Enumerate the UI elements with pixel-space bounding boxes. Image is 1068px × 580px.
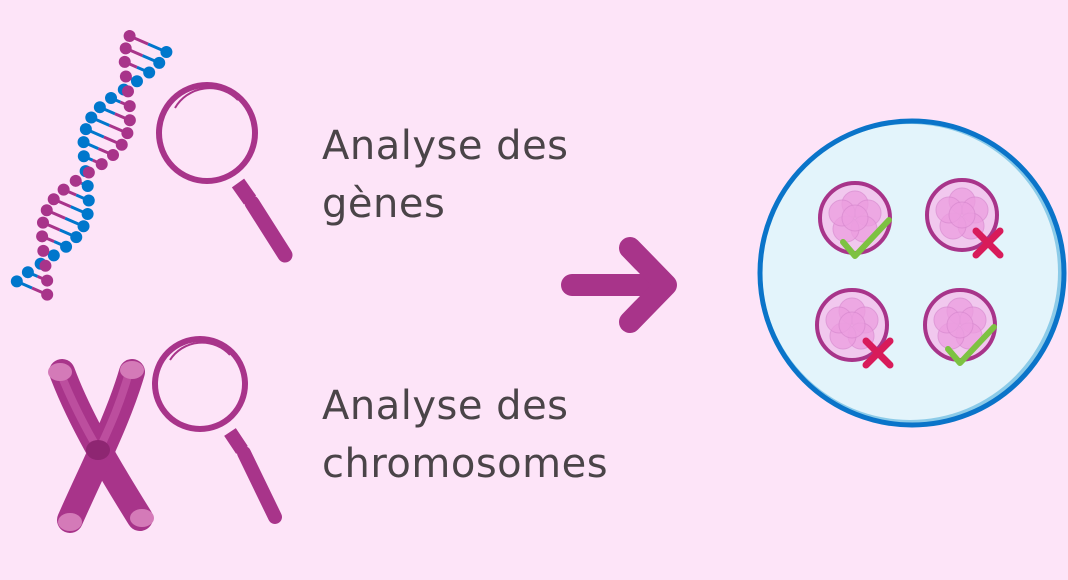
chromosomes-label-line2: chromosomes — [322, 441, 609, 487]
dna-rung — [37, 244, 60, 262]
dna-rung — [77, 150, 108, 171]
check-icon — [840, 217, 892, 259]
genes-label: Analyse des gènes — [322, 117, 569, 233]
dna-rung — [69, 174, 94, 193]
chromosome-icon — [48, 359, 154, 533]
dna-helix-icon — [10, 30, 173, 301]
dna-rung — [57, 183, 95, 207]
dna-rung — [119, 42, 166, 69]
dna-rung — [85, 111, 134, 140]
chromosomes-label-line1: Analyse des — [322, 383, 569, 429]
embryo — [923, 288, 997, 366]
chromosomes-label: Analyse des chromosomes — [322, 377, 608, 493]
dna-rung — [119, 70, 143, 88]
dna-rung — [105, 92, 136, 113]
magnifier-genes-icon — [156, 82, 293, 263]
dna-rung — [10, 275, 54, 301]
dna-rung — [21, 266, 54, 287]
genes-label-line2: gènes — [322, 181, 446, 227]
genes-label-line1: Analyse des — [322, 123, 569, 169]
dna-rung — [118, 55, 156, 79]
embryo — [818, 181, 892, 259]
dna-rung — [36, 216, 83, 244]
embryo — [815, 288, 894, 369]
cross-icon — [862, 337, 894, 369]
embryo — [925, 178, 1004, 259]
dna-rung — [93, 101, 136, 127]
arrow-right-icon — [561, 237, 677, 333]
dna-rung — [34, 257, 52, 272]
magnifier-chromosomes-icon — [152, 336, 282, 524]
dna-rung — [123, 30, 173, 58]
petri-dish — [757, 118, 1067, 428]
dna-rung — [36, 230, 73, 253]
dna-rung — [47, 193, 94, 221]
cross-icon — [972, 227, 1004, 259]
check-icon — [945, 324, 997, 366]
dna-rung — [40, 204, 90, 233]
dna-rung — [79, 165, 95, 179]
dna-rung — [117, 83, 134, 98]
dna-rung — [77, 136, 120, 161]
dna-rung — [79, 123, 128, 151]
